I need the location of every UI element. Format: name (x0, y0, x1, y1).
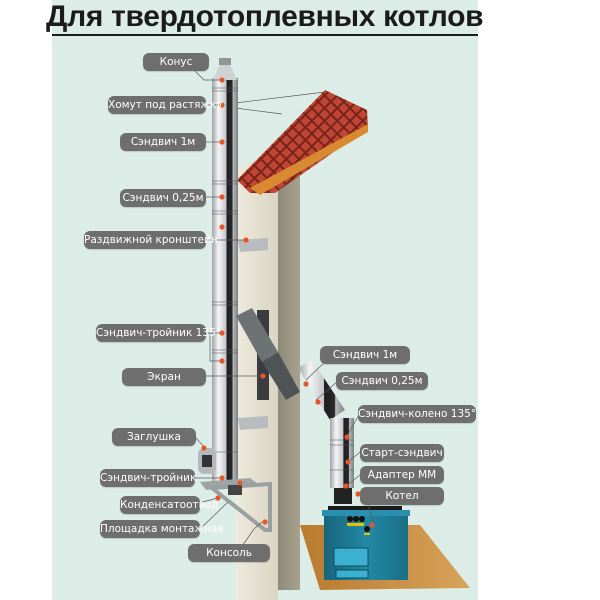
label-koleno-135: Сэндвич-колено 135° (358, 405, 476, 423)
label-konus: Конус (143, 53, 209, 71)
cone-cap (213, 64, 237, 80)
label-ploshadka: Площадка монтажная (100, 520, 224, 538)
label-kondensatootvod: Конденсатоотвод (120, 496, 219, 514)
label-zaglushka: Заглушка (112, 428, 196, 446)
title-divider (52, 34, 478, 36)
label-troinik: Сэндвич-тройник (100, 469, 196, 487)
boiler (322, 506, 410, 580)
label-sandwich-1m: Сэндвич 1м (120, 133, 206, 151)
label-ekran: Экран (122, 368, 206, 386)
label-kronshtein: Раздвижной кронштейн (84, 231, 218, 249)
marker-dots (201, 77, 375, 528)
label-right-sandwich-025: Сэндвич 0,25м (336, 372, 428, 390)
tee-branch (236, 308, 278, 362)
elbow-pipe (330, 418, 354, 488)
label-right-sandwich-1m: Сэндвич 1м (320, 346, 410, 364)
roof (237, 90, 368, 193)
page-title: Для твердотоплевных котлов (46, 0, 484, 33)
label-start-sandwich: Старт-сэндвич (360, 444, 444, 462)
label-kotel: Котел (360, 487, 444, 505)
angled-pipe (298, 360, 345, 420)
label-homut: Хомут под растяжку (108, 96, 222, 114)
label-konsol: Консоль (188, 544, 270, 562)
label-troinik-135: Сэндвич-тройник 135° (96, 324, 221, 342)
console (206, 481, 272, 532)
label-adapter: Адаптер ММ (360, 466, 444, 484)
main-pipe (212, 78, 238, 488)
label-sandwich-025: Сэндвич 0,25м (120, 189, 206, 207)
